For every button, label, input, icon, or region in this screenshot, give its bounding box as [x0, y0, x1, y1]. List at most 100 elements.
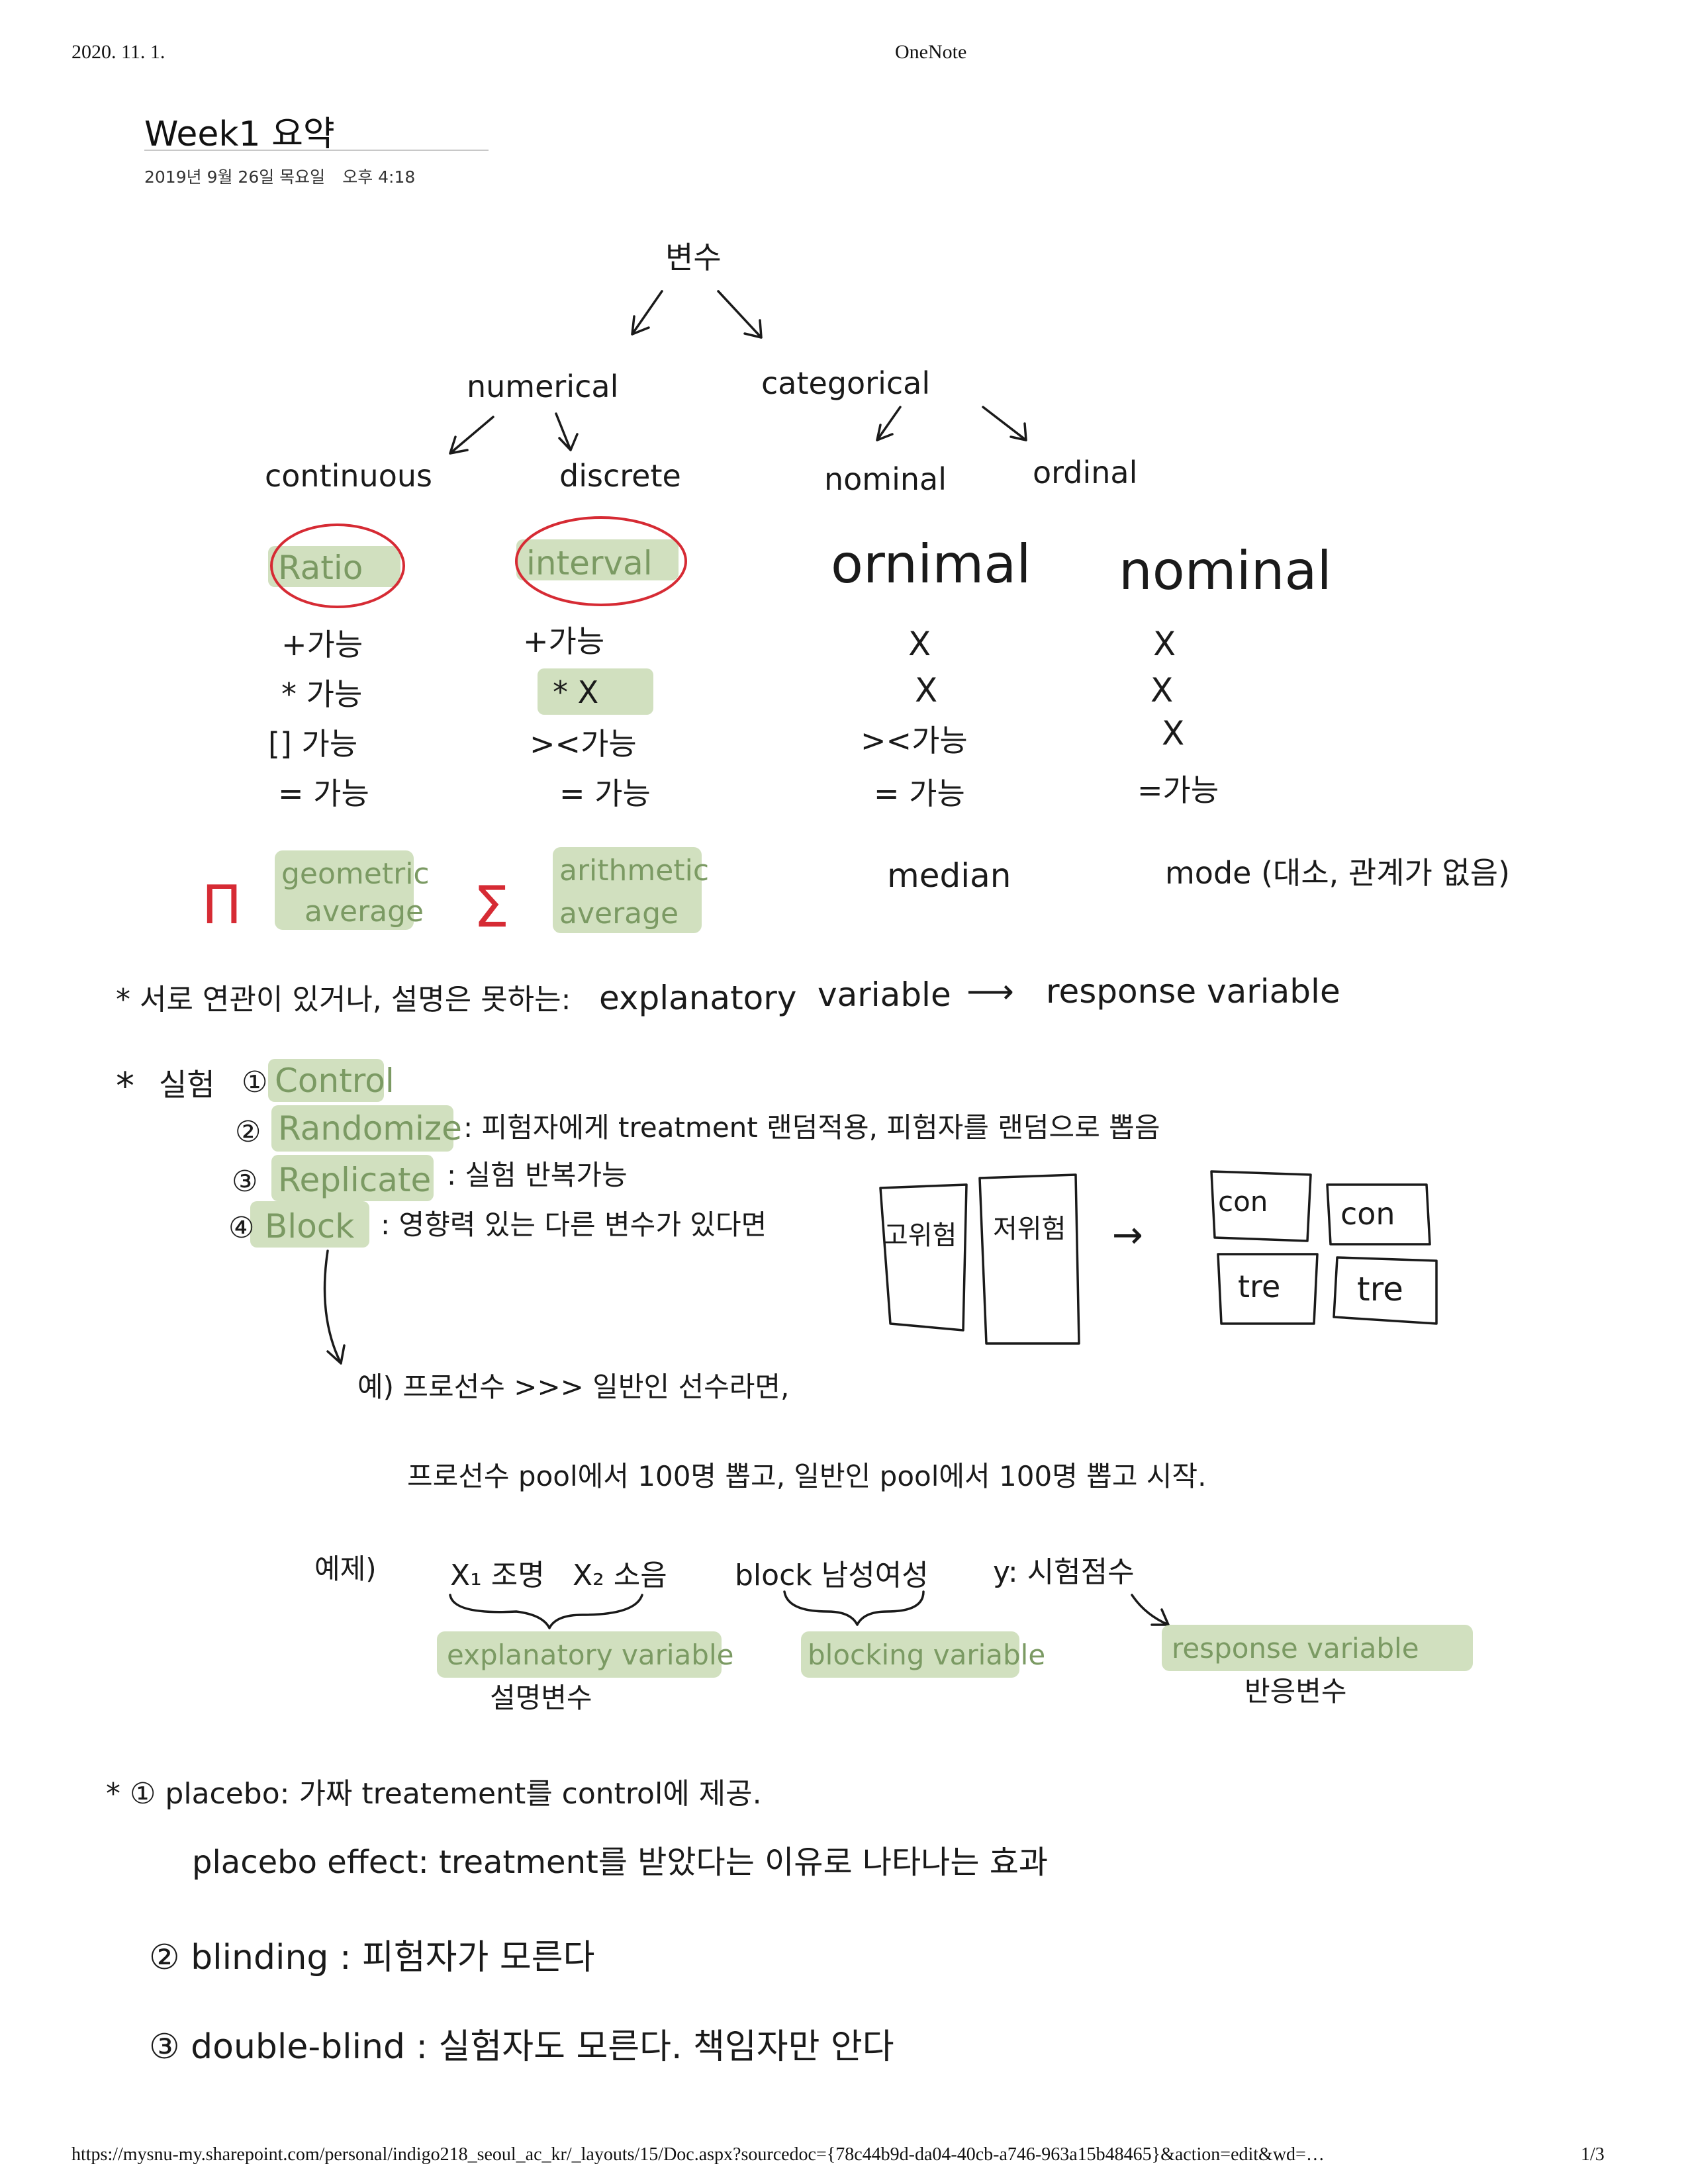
- highlight-ratio: [268, 546, 400, 587]
- highlight-arithmetic: [553, 847, 702, 933]
- tree-discrete: discrete: [559, 458, 681, 494]
- scale-ornimal: ornimal: [831, 533, 1031, 595]
- block-cell-con-2: con: [1340, 1196, 1395, 1232]
- red-circle-interval: [515, 516, 687, 606]
- example-1: 예) 프로선수 >>> 일반인 선수라면,: [357, 1371, 789, 1403]
- highlight-interval: [516, 539, 679, 580]
- arrow-ordinal-icon: [982, 406, 1027, 441]
- block-group-high-box: [879, 1183, 968, 1332]
- arrow-nominal-icon: [876, 406, 902, 441]
- page-date: 2019년 9월 26일 목요일: [144, 167, 326, 187]
- interval-op-2: * X: [553, 674, 598, 710]
- ex-explanatory: explanatory variable: [447, 1639, 733, 1671]
- ex-label: 예제): [314, 1553, 377, 1585]
- red-circle-ratio: [270, 523, 405, 608]
- avg-mode: mode (대소, 관계가 없음): [1165, 855, 1510, 891]
- arrow-response-icon: [1131, 1594, 1170, 1626]
- placebo-line-2: placebo effect: treatment를 받았다는 이유로 나타나는…: [192, 1844, 1048, 1881]
- avg-geometric-1: geometric: [281, 857, 430, 891]
- avg-arithmetic-2: average: [559, 897, 679, 931]
- highlight-ex-explanatory: [437, 1631, 722, 1678]
- nominal-op-2: X: [1150, 671, 1173, 709]
- highlight-geometric: [275, 850, 414, 930]
- block-arrow: →: [1112, 1214, 1143, 1257]
- block-group-low: 저위험: [993, 1214, 1066, 1244]
- print-app-name: OneNote: [895, 41, 967, 63]
- scale-interval: interval: [526, 544, 653, 582]
- ornimal-op-2: X: [915, 671, 937, 709]
- block-cell-tre-1-box: [1217, 1253, 1319, 1325]
- highlight-randomize: [271, 1105, 453, 1152]
- brace-blocking-icon: [783, 1590, 925, 1626]
- step3-num: ③: [232, 1165, 258, 1199]
- arrow-right-icon: [717, 290, 763, 339]
- note1-prefix: * 서로 연관이 있거나, 설명은 못하는:: [116, 983, 571, 1017]
- ex-block: block 남성여성: [735, 1559, 929, 1592]
- note2-star: *: [116, 1065, 134, 1108]
- example-2: 프로선수 pool에서 100명 뽑고, 일반인 pool에서 100명 뽑고 …: [407, 1460, 1206, 1492]
- highlight-ex-response: [1162, 1625, 1473, 1671]
- block-cell-tre-2-box: [1333, 1256, 1438, 1325]
- ratio-op-1: +가능: [281, 627, 363, 662]
- block-cell-tre-1: tre: [1238, 1269, 1280, 1304]
- highlight-control: [268, 1059, 384, 1102]
- avg-geometric-2: average: [305, 895, 424, 929]
- step4-term: Block: [265, 1207, 354, 1246]
- nominal-op-3: X: [1162, 714, 1184, 752]
- ornimal-op-4: = 가능: [874, 776, 965, 811]
- tree-ordinal-small: ordinal: [1033, 455, 1137, 490]
- step2-desc: : 피험자에게 treatment 랜덤적용, 피험자를 랜덤으로 뽑음: [463, 1111, 1160, 1144]
- brace-explanatory-icon: [449, 1594, 643, 1629]
- avg-arithmetic-1: arithmetic: [559, 854, 709, 887]
- ratio-op-2: * 가능: [281, 676, 362, 712]
- step3-desc: : 실험 반복가능: [447, 1159, 628, 1191]
- block-group-high: 고위험: [884, 1220, 957, 1251]
- blinding-line: ② blinding : 피험자가 모른다: [149, 1938, 594, 1978]
- step4-num: ④: [228, 1211, 254, 1245]
- arrow-discrete-icon: [555, 412, 579, 451]
- step1-term: Control: [275, 1062, 395, 1100]
- double-blind-line: ③ double-blind : 실험자도 모른다. 책임자만 안다: [149, 2027, 894, 2067]
- sum-symbol: Σ: [473, 874, 509, 940]
- arrow-continuous-icon: [449, 416, 494, 455]
- interval-op-1: +가능: [523, 623, 604, 659]
- tree-continuous: continuous: [265, 458, 432, 494]
- page-time: 오후 4:18: [342, 167, 416, 187]
- highlight-interval-x: [538, 668, 653, 715]
- title-divider: [144, 150, 489, 151]
- product-symbol: Π: [202, 874, 242, 936]
- note1-explanatory: explanatory: [599, 979, 796, 1017]
- interval-op-4: = 가능: [559, 776, 651, 811]
- ex-response: response variable: [1172, 1632, 1419, 1664]
- note1-response: response variable: [1046, 972, 1340, 1011]
- step4-desc: : 영향력 있는 다른 변수가 있다면: [381, 1208, 767, 1241]
- print-page-number: 1/3: [1581, 2144, 1605, 2165]
- placebo-line-1: * ① placebo: 가짜 treatement를 control에 제공.: [106, 1777, 762, 1811]
- nominal-op-4: =가능: [1137, 772, 1219, 808]
- step2-num: ②: [235, 1115, 261, 1149]
- block-group-low-box: [978, 1173, 1080, 1345]
- highlight-block: [250, 1201, 369, 1248]
- interval-op-3: ><가능: [530, 726, 637, 762]
- print-date: 2020. 11. 1.: [71, 41, 165, 63]
- ornimal-op-1: X: [908, 625, 931, 663]
- print-header: 2020. 11. 1. OneNote: [0, 41, 1688, 68]
- nominal-op-1: X: [1153, 625, 1176, 663]
- ex-x2: X₂ 소음: [573, 1559, 667, 1592]
- ex-blocking: blocking variable: [808, 1639, 1045, 1671]
- ex-explanatory-kr: 설명변수: [490, 1682, 592, 1714]
- block-cell-tre-2: tre: [1357, 1270, 1403, 1308]
- tree-root: 변수: [665, 240, 722, 275]
- ex-x1: X₁ 조명: [450, 1559, 545, 1592]
- tree-numerical: numerical: [467, 369, 618, 404]
- note2-label: 실험: [159, 1067, 215, 1103]
- tree-nominal-small: nominal: [824, 461, 947, 497]
- step1-num: ①: [242, 1066, 267, 1099]
- ex-response-kr: 반응변수: [1244, 1675, 1347, 1707]
- ratio-op-4: = 가능: [278, 776, 369, 811]
- page-timestamp: 2019년 9월 26일 목요일 오후 4:18: [144, 164, 415, 188]
- step2-term: Randomize: [278, 1109, 462, 1148]
- scale-nominal: nominal: [1119, 540, 1332, 602]
- note1-variable: variable: [818, 976, 951, 1014]
